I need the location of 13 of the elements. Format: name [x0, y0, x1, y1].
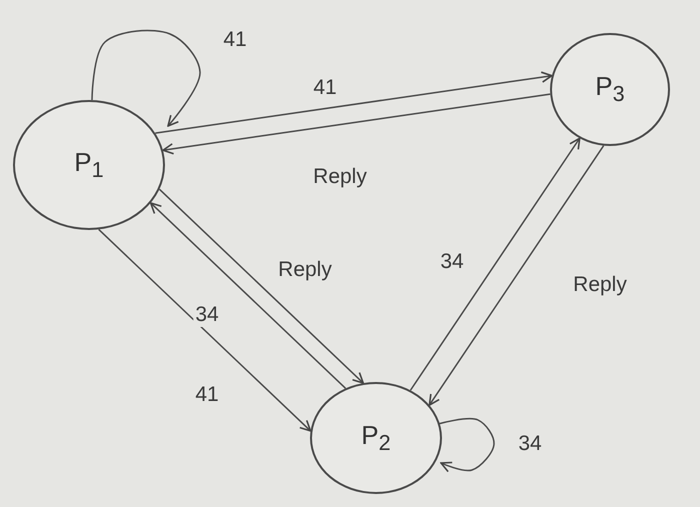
edge-label: 34	[193, 303, 221, 327]
arrow	[410, 137, 580, 391]
node-label: P$_{3}$	[595, 71, 625, 108]
arrow	[428, 145, 604, 406]
arrow	[98, 228, 312, 432]
node-label: P$_{1}$	[74, 146, 104, 184]
arrow	[158, 188, 364, 384]
arrow	[155, 71, 553, 134]
arrow	[91, 30, 201, 127]
node-label: P$_{2}$	[361, 420, 391, 456]
arrow	[162, 93, 550, 155]
arrow	[150, 202, 346, 389]
arrow	[438, 418, 495, 472]
